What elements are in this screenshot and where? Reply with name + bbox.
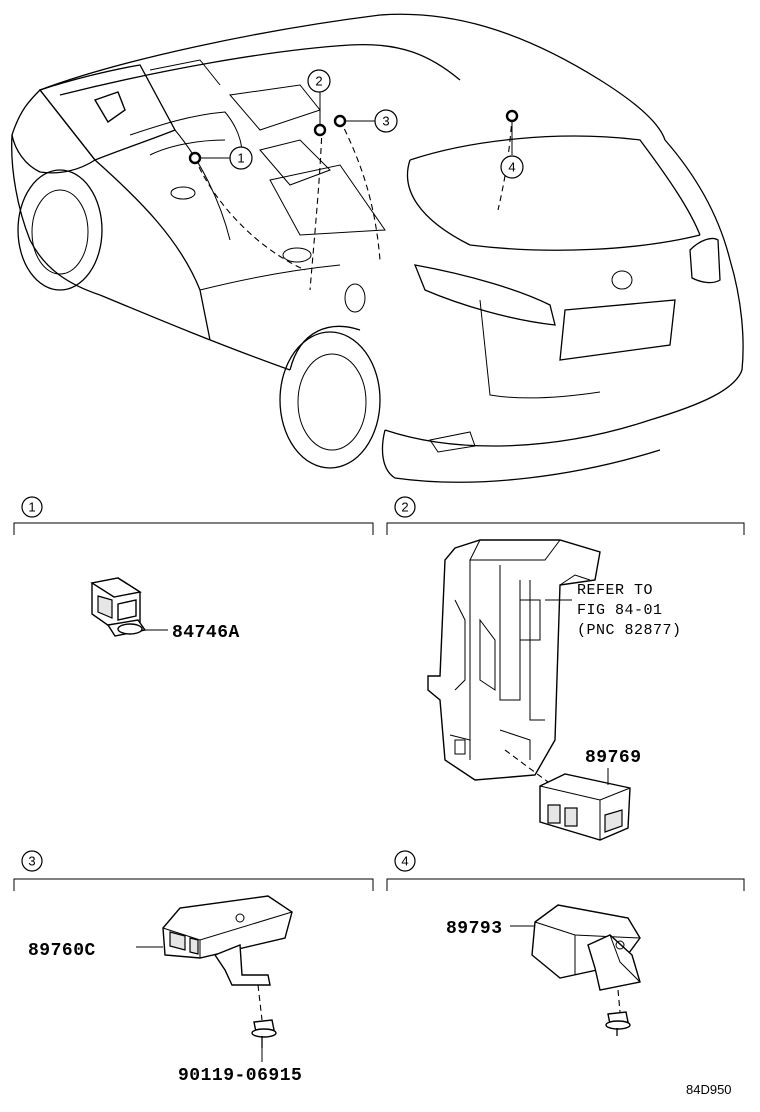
section-1: 1 bbox=[13, 496, 374, 535]
location-mark-4 bbox=[505, 109, 519, 123]
part-number-90119-06915[interactable]: 90119-06915 bbox=[178, 1066, 302, 1086]
leader-lines bbox=[194, 115, 513, 291]
section-4-number: 4 bbox=[401, 854, 408, 869]
bolt-89793-drawing bbox=[605, 1011, 631, 1036]
section-1-number: 1 bbox=[28, 500, 35, 515]
refer-note-line-2: FIG 84-01 bbox=[577, 602, 663, 619]
callout-3-number: 3 bbox=[382, 114, 389, 129]
section-2-number: 2 bbox=[401, 500, 408, 515]
callout-4[interactable]: 4 bbox=[500, 155, 524, 179]
section-4-badge: 4 bbox=[394, 850, 416, 872]
part-84746A-drawing bbox=[90, 577, 147, 637]
bolt-90119-drawing bbox=[251, 1019, 277, 1048]
part-89769-drawing bbox=[539, 773, 631, 841]
callout-3[interactable]: 3 bbox=[374, 109, 398, 133]
part-89793-drawing bbox=[531, 904, 641, 991]
part-number-89760C[interactable]: 89760C bbox=[28, 941, 96, 961]
location-mark-3 bbox=[333, 114, 347, 128]
section-2-badge: 2 bbox=[394, 496, 416, 518]
part-number-89793[interactable]: 89793 bbox=[446, 919, 503, 939]
refer-note-line-1: REFER TO bbox=[577, 582, 653, 599]
console-bracket-drawing bbox=[427, 539, 601, 781]
section-2: 2 bbox=[386, 496, 745, 535]
section-3: 3 bbox=[13, 850, 374, 891]
callout-2[interactable]: 2 bbox=[307, 69, 331, 93]
callout-1-number: 1 bbox=[237, 151, 244, 166]
vehicle-illustration bbox=[11, 13, 744, 483]
part-89760C-drawing bbox=[162, 895, 293, 986]
callout-4-number: 4 bbox=[508, 160, 515, 175]
section-3-badge: 3 bbox=[21, 850, 43, 872]
part-number-84746A[interactable]: 84746A bbox=[172, 623, 240, 643]
diagram-code: 84D950 bbox=[686, 1082, 732, 1097]
section-1-badge: 1 bbox=[21, 496, 43, 518]
location-mark-1 bbox=[188, 151, 202, 165]
callout-2-number: 2 bbox=[315, 74, 322, 89]
part-number-89769[interactable]: 89769 bbox=[585, 748, 642, 768]
refer-note[interactable]: REFER TO FIG 84-01 (PNC 82877) bbox=[577, 582, 682, 639]
section-4: 4 bbox=[386, 850, 745, 891]
callout-1[interactable]: 1 bbox=[229, 146, 253, 170]
location-mark-2 bbox=[313, 123, 327, 137]
refer-note-line-3: (PNC 82877) bbox=[577, 622, 682, 639]
section-3-number: 3 bbox=[28, 854, 35, 869]
